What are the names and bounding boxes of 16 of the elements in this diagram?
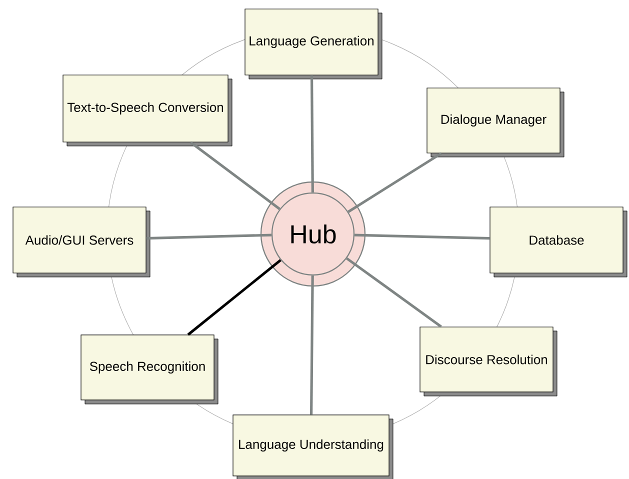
process-box: Discourse Resolution bbox=[420, 326, 558, 396]
connector-line bbox=[310, 276, 314, 415]
process-box: Speech Recognition bbox=[80, 334, 218, 404]
process-box: Text-to-Speech Conversion bbox=[62, 74, 232, 146]
process-box: Dialogue Manager bbox=[426, 88, 564, 158]
connector-line bbox=[190, 141, 280, 210]
process-box: Database bbox=[490, 206, 628, 278]
connector-line bbox=[146, 234, 272, 240]
process-box: Language Understanding bbox=[232, 414, 394, 479]
process-box: Audio/GUI Servers bbox=[12, 206, 150, 278]
process-box: Language Generation bbox=[244, 8, 382, 80]
connector-line bbox=[346, 257, 442, 328]
connector-line bbox=[354, 234, 490, 240]
connector-line bbox=[348, 152, 442, 213]
connector-line bbox=[187, 259, 282, 336]
connector-line bbox=[310, 75, 314, 192]
